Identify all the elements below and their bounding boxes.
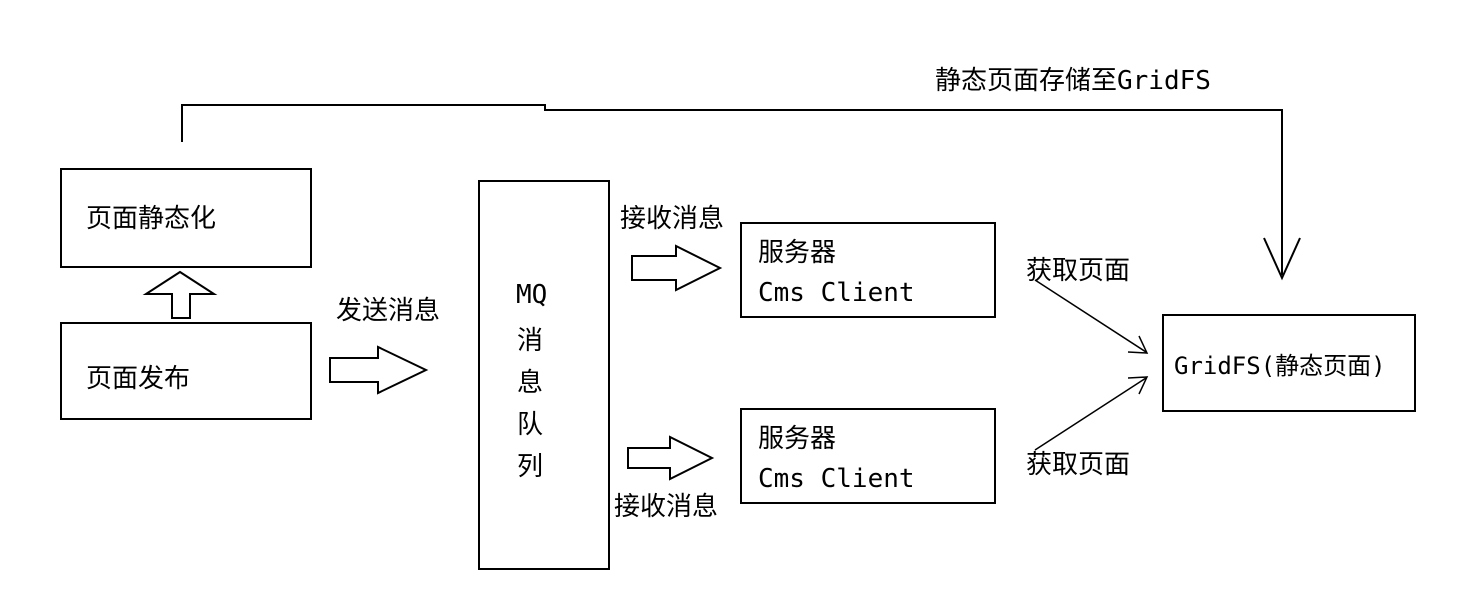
mq-node: MQ 消 息 队 列 — [478, 180, 610, 570]
server-top-title: 服务器 — [758, 238, 837, 268]
server-bottom-to-gridfs-line — [1034, 377, 1147, 451]
receive-message-top-label: 接收消息 — [620, 204, 725, 234]
send-message-label: 发送消息 — [336, 296, 441, 326]
publish-to-static-arrow — [142, 270, 218, 319]
page-publish-label: 页面发布 — [86, 364, 191, 394]
page-publish-node: 页面发布 — [60, 322, 312, 420]
gridfs-label: GridFS(静态页面) — [1174, 352, 1386, 380]
static-page-label: 页面静态化 — [86, 204, 217, 234]
server-top-to-gridfs-line — [1034, 279, 1147, 353]
store-to-gridfs-line — [181, 104, 1283, 275]
publish-to-mq-arrow — [329, 345, 429, 395]
server-top-subtitle: Cms Client — [758, 278, 915, 308]
store-gridfs-label: 静态页面存储至GridFS — [935, 66, 1211, 96]
mq-to-server-top-arrow — [631, 244, 723, 292]
fetch-page-top-label: 获取页面 — [1026, 256, 1131, 286]
receive-message-bottom-label: 接收消息 — [614, 492, 719, 522]
static-page-node: 页面静态化 — [60, 168, 312, 268]
mq-char-4: 列 — [516, 452, 543, 482]
server-bottom-subtitle: Cms Client — [758, 464, 915, 494]
fetch-page-bottom-label: 获取页面 — [1026, 450, 1131, 480]
server-bottom-node: 服务器 Cms Client — [740, 408, 996, 504]
server-top-node: 服务器 Cms Client — [740, 222, 996, 318]
server-top-to-gridfs-arrowhead — [1127, 335, 1149, 354]
mq-to-server-bottom-arrow — [627, 435, 715, 481]
mq-char-2: 息 — [516, 368, 543, 398]
mq-char-3: 队 — [516, 410, 543, 440]
store-to-gridfs-arrowhead — [1263, 237, 1301, 281]
mq-title: MQ — [516, 280, 548, 310]
mq-char-1: 消 — [516, 326, 543, 356]
server-bottom-to-gridfs-arrowhead — [1127, 376, 1149, 395]
gridfs-node: GridFS(静态页面) — [1162, 314, 1416, 412]
server-bottom-title: 服务器 — [758, 424, 837, 454]
